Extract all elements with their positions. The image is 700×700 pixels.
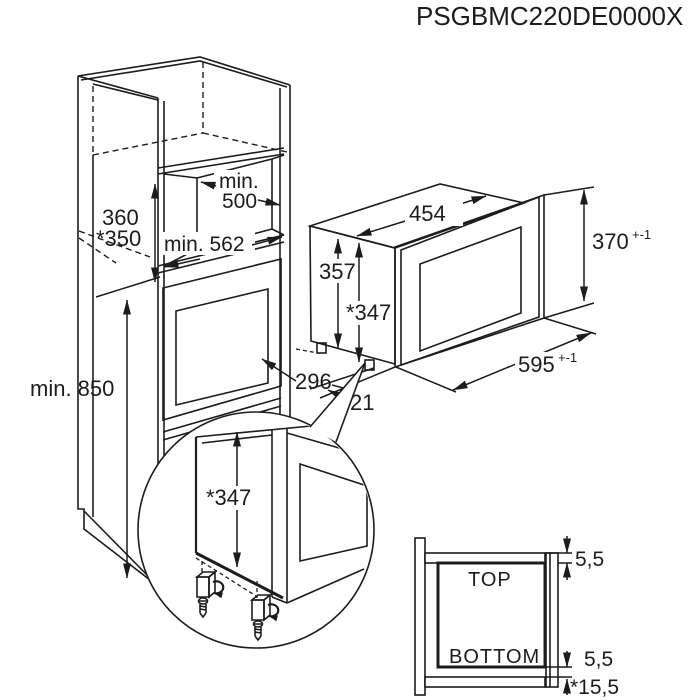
dim-niche-height-label: 360 bbox=[102, 205, 139, 230]
dim-front-height-tol-label: +-1 bbox=[632, 227, 651, 242]
dim-niche-width-label-1: min. bbox=[219, 170, 259, 193]
section-bottom-label: BOTTOM bbox=[449, 646, 540, 668]
dim-body-height-alt-label: *347 bbox=[346, 300, 391, 325]
dim-niche-width-label-2: 500 bbox=[222, 190, 257, 213]
section-top-label: TOP bbox=[468, 569, 512, 591]
dim-unit-height-label: min. 850 bbox=[30, 376, 114, 401]
dim-top-width-label: 454 bbox=[409, 201, 446, 226]
screw-icon-right bbox=[252, 620, 264, 642]
spacer-block-left bbox=[194, 570, 218, 599]
rotation-arrow-icon-left bbox=[212, 580, 225, 599]
section-cabinet-side-bar bbox=[414, 537, 426, 696]
dim-gap-bottom-total-label: *15,5 bbox=[570, 676, 619, 699]
dim-recess-depth-label: 296 bbox=[295, 369, 332, 394]
side-section-drawing: TOP BOTTOM 5,5 5,5 *15,5 bbox=[414, 536, 619, 699]
section-oven-body bbox=[436, 561, 547, 669]
cabinet-dimensions: 360 *350 min. 500 min. 562 min. 850 bbox=[30, 170, 283, 579]
dim-front-height-label: 370 bbox=[592, 229, 629, 254]
rotation-arrow-icon-right bbox=[267, 603, 280, 622]
detail-circle-content: *347 bbox=[194, 425, 368, 642]
dim-detail-height-alt-label: *347 bbox=[206, 485, 251, 510]
magnifier-wedge bbox=[309, 362, 366, 443]
dim-niche-height-alt-label: *350 bbox=[96, 226, 141, 251]
oven-dimensions: 357 *347 454 370 +-1 595 +-1 296 21 bbox=[261, 186, 651, 415]
dim-gap-bottom-label: 5,5 bbox=[584, 648, 613, 671]
screw-icon-left bbox=[197, 597, 209, 619]
dim-body-height-label: 357 bbox=[319, 259, 356, 284]
dim-niche-depth-label: min. 562 bbox=[164, 233, 245, 256]
spacer-block-right bbox=[249, 593, 273, 622]
oven-foot-left bbox=[316, 342, 327, 354]
dim-gap-top-label: 5,5 bbox=[575, 548, 604, 571]
dim-front-width-tol-label: +-1 bbox=[558, 350, 577, 365]
detail-circle bbox=[137, 411, 375, 649]
dim-front-width-label: 595 bbox=[518, 352, 555, 377]
tall-cabinet-drawing bbox=[77, 56, 291, 581]
model-code-title: PSGBMC220DE0000X bbox=[416, 1, 683, 31]
section-bottom-shelf-bar bbox=[424, 676, 546, 688]
